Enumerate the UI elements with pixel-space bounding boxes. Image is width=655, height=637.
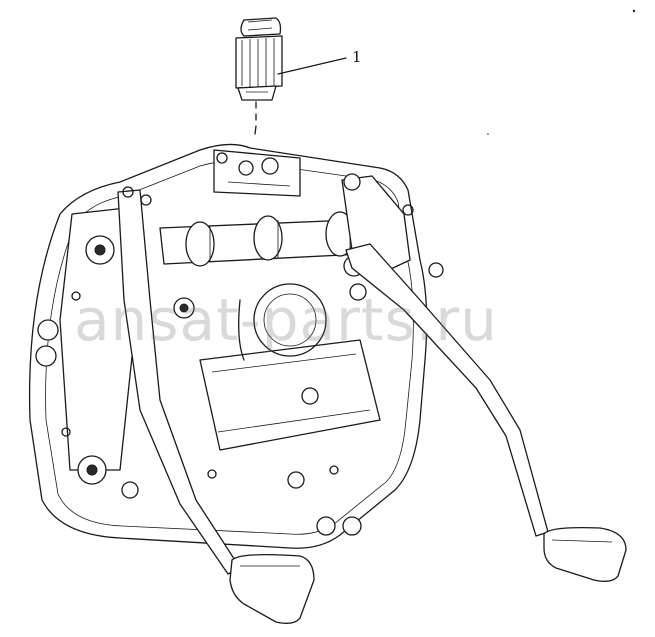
brake-pedal <box>345 243 627 582</box>
stoplight-switch <box>235 17 283 135</box>
stray-marks <box>487 9 636 135</box>
clutch-pedal <box>117 189 315 624</box>
left-bracket <box>35 207 139 499</box>
upper-bracket <box>213 149 301 197</box>
central-housing <box>199 283 381 451</box>
callout-label: 1 <box>352 48 362 66</box>
bolts <box>61 152 414 479</box>
callout-leader <box>277 57 347 75</box>
